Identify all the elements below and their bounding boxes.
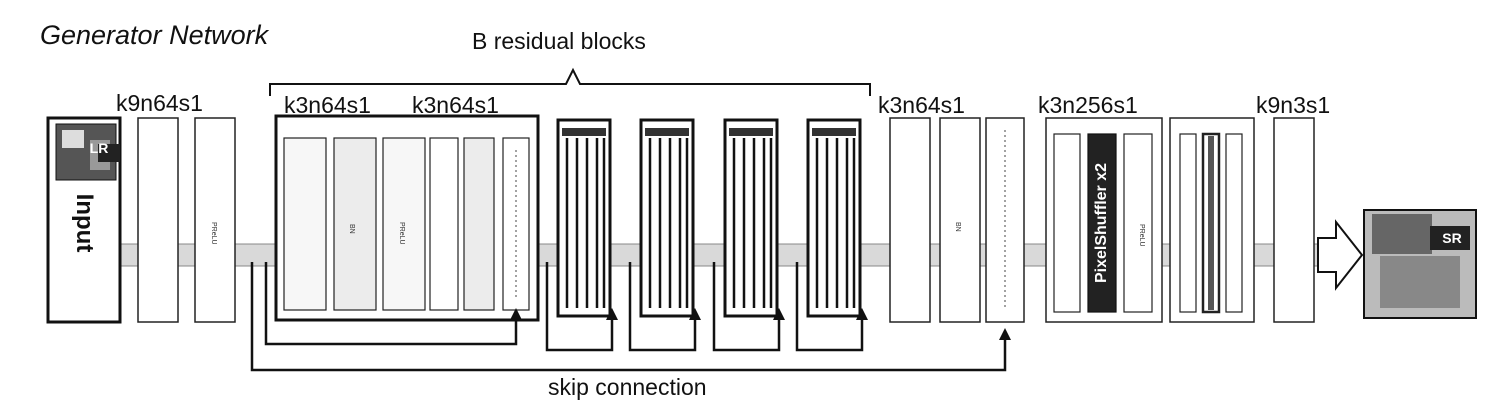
input-lr-badge: LR: [90, 140, 109, 156]
long-skip-arrow-head: [999, 328, 1011, 340]
residual-block-4: [725, 120, 777, 316]
residual-block-3: [641, 120, 693, 316]
upsample-block-2: [1170, 118, 1254, 322]
final-conv-label: k9n3s1: [1256, 92, 1330, 119]
res-conv-b-label: k3n64s1: [412, 92, 499, 119]
svg-text:BN: BN: [954, 222, 961, 232]
post-res-conv-block: [890, 118, 930, 322]
residual-block-detailed: BN PReLU: [276, 116, 538, 320]
residual-block-2: [558, 120, 610, 316]
svg-text:PReLU: PReLU: [1138, 224, 1145, 247]
residual-block-5: [808, 120, 860, 316]
pixel-shuffler-label: PixelShuffler x2: [1093, 163, 1111, 283]
upsample-conv-label: k3n256s1: [1038, 92, 1138, 119]
post-res-conv-label: k3n64s1: [878, 92, 965, 119]
output-image: [1364, 210, 1476, 318]
elementwise-sum-block: [986, 118, 1024, 322]
residual-blocks-repeated: [558, 120, 860, 316]
res-conv-a-label: k3n64s1: [284, 92, 371, 119]
skip-connection-label: skip connection: [548, 374, 707, 401]
first-conv-block: [138, 118, 178, 322]
first-activation-block: PReLU: [195, 118, 235, 322]
svg-text:PReLU: PReLU: [398, 222, 405, 245]
first-conv-label: k9n64s1: [116, 90, 203, 117]
input-block-label: Input: [70, 194, 98, 253]
diagram-title: Generator Network: [40, 20, 268, 51]
final-conv-block: [1274, 118, 1314, 322]
svg-text:PReLU: PReLU: [210, 222, 217, 245]
output-sr-badge: SR: [1442, 230, 1461, 246]
residual-group-label: B residual blocks: [472, 28, 646, 55]
post-res-bn-block: BN: [940, 118, 980, 322]
svg-text:BN: BN: [348, 224, 355, 234]
output-arrow: [1318, 222, 1362, 288]
